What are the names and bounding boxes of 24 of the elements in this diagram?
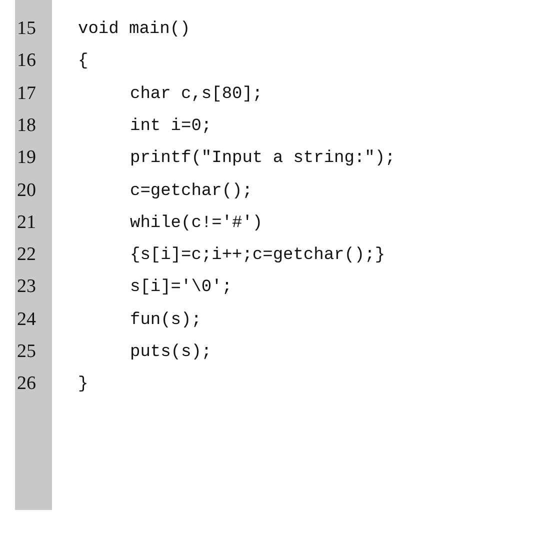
- code-line: s[i]='\0';: [130, 277, 232, 300]
- line-number: 15: [17, 18, 36, 40]
- code-line: {s[i]=c;i++;c=getchar();}: [130, 245, 386, 268]
- code-line: printf("Input a string:");: [130, 148, 396, 170]
- line-number: 24: [17, 308, 36, 331]
- code-line: {: [78, 51, 88, 74]
- code-line: fun(s);: [130, 310, 202, 332]
- line-number: 23: [17, 276, 36, 298]
- code-line: c=getchar();: [130, 180, 252, 202]
- line-number: 19: [17, 147, 36, 170]
- code-line: while(c!='#'): [130, 212, 263, 235]
- code-line: puts(s);: [130, 342, 212, 364]
- line-number: 17: [17, 82, 36, 105]
- line-number: 21: [17, 212, 36, 234]
- code-line: int i=0;: [130, 116, 212, 138]
- line-number: 16: [17, 50, 36, 72]
- line-number: 22: [17, 244, 36, 266]
- line-number: 20: [17, 180, 36, 202]
- code-line: void main(): [78, 19, 190, 41]
- code-line: }: [78, 374, 88, 396]
- line-number: 18: [17, 114, 36, 137]
- line-number: 25: [17, 341, 36, 363]
- line-number: 26: [17, 373, 36, 396]
- code-line: char c,s[80];: [130, 84, 263, 106]
